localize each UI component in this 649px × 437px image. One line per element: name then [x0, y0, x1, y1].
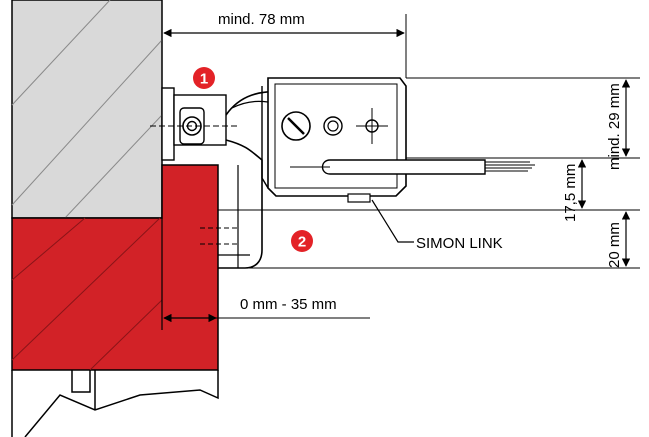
reference-lines — [161, 14, 640, 269]
top-dimension-label: mind. 78 mm — [218, 11, 305, 28]
dimension-right-middle: 17,5 mm — [562, 159, 587, 222]
marker-2-number: 2 — [298, 234, 306, 251]
lower-profile — [11, 370, 219, 437]
marker-1-circle — [193, 67, 215, 89]
marker-2: 2 — [291, 230, 313, 252]
product-label: SIMON LINK — [416, 235, 503, 252]
simon-link-device — [261, 77, 535, 203]
dimension-side-clearance: 0 mm - 35 mm — [163, 296, 370, 323]
dimension-top: mind. 78 mm — [163, 11, 405, 38]
marker-1: 1 — [193, 67, 215, 89]
right-upper-label: mind. 29 mm — [606, 83, 623, 170]
right-lower-label: 20 mm — [606, 222, 623, 268]
marker-2-circle — [291, 230, 313, 252]
mounting-bracket — [150, 87, 300, 269]
product-callout: SIMON LINK — [371, 199, 503, 252]
dimension-right-lower: 20 mm — [606, 211, 631, 268]
wall-section — [11, 0, 219, 437]
dimension-right-upper: mind. 29 mm — [606, 79, 631, 170]
side-clearance-label: 0 mm - 35 mm — [240, 296, 337, 313]
right-middle-label: 17,5 mm — [562, 164, 579, 222]
marker-1-number: 1 — [200, 71, 208, 88]
gray-wall-block — [11, 0, 163, 219]
